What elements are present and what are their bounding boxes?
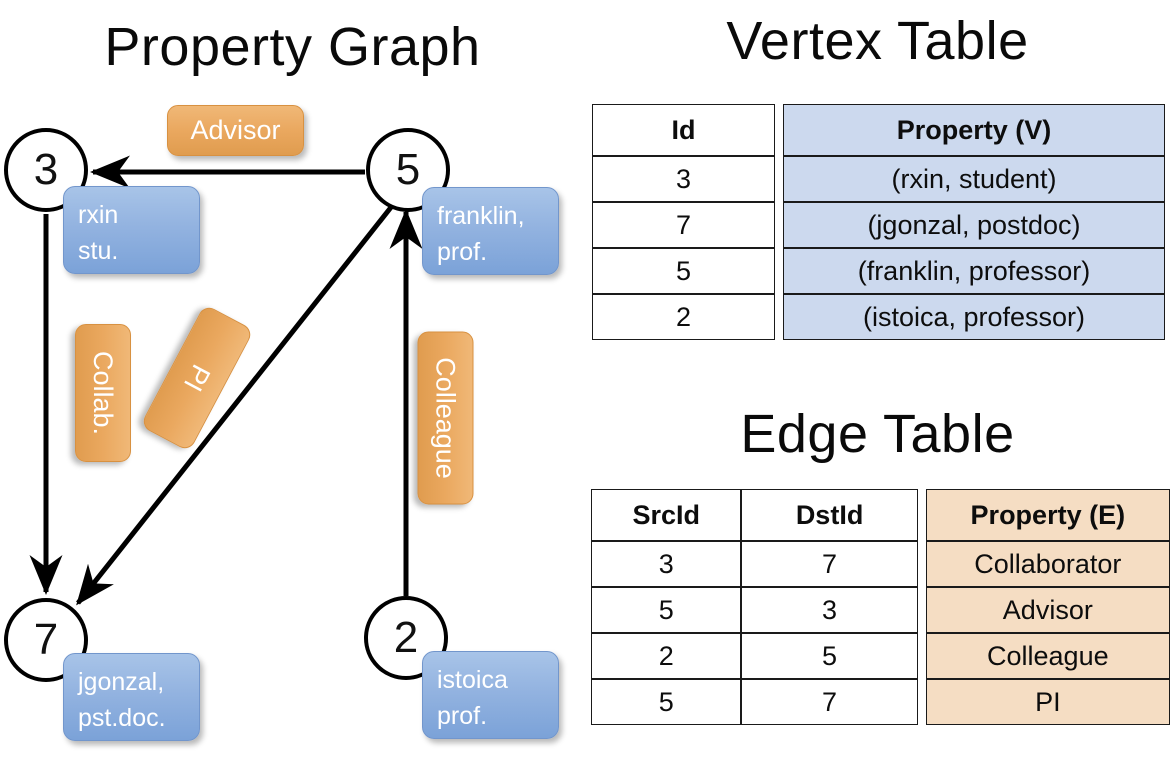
page-title-edge-table: Edge Table	[740, 404, 1015, 464]
vertex-row-2-property: (franklin, professor)	[783, 248, 1165, 294]
edge-row-3-property: PI	[925, 679, 1170, 725]
edge-label-pi-text: PI	[178, 359, 217, 397]
edge-row-2-src: 2	[591, 633, 742, 679]
edge-table-header-property: Property (E)	[925, 489, 1170, 541]
vertex-table-column-gap	[775, 202, 783, 248]
vertex-table-column-gap	[775, 104, 783, 156]
node-7-property-line-1: jgonzal,	[78, 668, 165, 696]
edge-table: SrcId DstId Property (E) 3 7 Collaborato…	[591, 489, 1170, 725]
table-row: 5 (franklin, professor)	[592, 248, 1165, 294]
graph-node-7-label: 7	[33, 615, 59, 664]
edge-label-collab: Collab.	[75, 324, 131, 462]
vertex-table-header-id: Id	[592, 104, 775, 156]
graph-edges-svg	[29, 155, 423, 606]
page-title-vertex-table: Vertex Table	[726, 11, 1029, 71]
edge-row-0-dst: 7	[741, 541, 918, 587]
node-2-property-line-1: istoica	[437, 666, 508, 694]
edge-table-column-gap	[918, 633, 926, 679]
vertex-table-column-gap	[775, 248, 783, 294]
vertex-table-column-gap	[775, 156, 783, 202]
node-5-property-line-2: prof.	[437, 238, 488, 267]
edge-row-1-src: 5	[591, 587, 742, 633]
vertex-table-header-row: Id Property (V)	[592, 104, 1165, 156]
edge-label-colleague-text: Colleague	[431, 357, 461, 479]
graph-node-3-label: 3	[33, 145, 59, 194]
vertex-table-column-gap	[775, 294, 783, 340]
edge-row-0-property: Collaborator	[925, 541, 1170, 587]
node-2-property-line-2: prof.	[437, 702, 488, 731]
table-row: 3 (rxin, student)	[592, 156, 1165, 202]
table-row: 2 5 Colleague	[591, 633, 1170, 679]
edge-table-header-dstid: DstId	[741, 489, 918, 541]
vertex-table: Id Property (V) 3 (rxin, student) 7 (jgo…	[592, 104, 1165, 340]
node-7-property-box: jgonzal, pst.doc.	[63, 653, 200, 741]
vertex-row-0-id: 3	[592, 156, 775, 202]
edge-label-collab-text: Collab.	[88, 350, 119, 436]
vertex-table-header-property: Property (V)	[783, 104, 1165, 156]
graph-node-2[interactable]: 2	[364, 596, 448, 680]
vertex-row-1-id: 7	[592, 202, 775, 248]
vertex-row-3-id: 2	[592, 294, 775, 340]
node-5-property-line-1: franklin,	[437, 202, 525, 230]
node-3-property-box: rxin stu.	[63, 186, 200, 274]
edge-row-3-dst: 7	[741, 679, 918, 725]
property-graph-diagram: 3 5 7 2 rxin stu. franklin, prof. jgonza…	[4, 105, 559, 741]
edge-label-advisor: Advisor	[167, 105, 304, 156]
edge-row-1-property: Advisor	[925, 587, 1170, 633]
edge-table-column-gap	[918, 587, 926, 633]
edge-row-2-property: Colleague	[925, 633, 1170, 679]
node-5-property-box: franklin, prof.	[422, 187, 559, 275]
edge-row-0-src: 3	[591, 541, 742, 587]
node-3-property-line-1: rxin	[78, 201, 119, 229]
table-row: 2 (istoica, professor)	[592, 294, 1165, 340]
node-2-property-box: istoica prof.	[422, 651, 559, 739]
edge-table-column-gap	[918, 541, 926, 587]
page-title-property-graph: Property Graph	[104, 17, 481, 77]
table-row: 5 3 Advisor	[591, 587, 1170, 633]
vertex-row-2-id: 5	[592, 248, 775, 294]
table-row: 5 7 PI	[591, 679, 1170, 725]
edge-row-3-src: 5	[591, 679, 742, 725]
edge-table-header-row: SrcId DstId Property (E)	[591, 489, 1170, 541]
edge-table-column-gap	[918, 489, 926, 541]
vertex-row-3-property: (istoica, professor)	[783, 294, 1165, 340]
edge-5-to-7-pi	[76, 204, 394, 606]
edge-label-advisor-text: Advisor	[190, 115, 281, 145]
node-7-property-line-2: pst.doc.	[78, 704, 166, 733]
graph-node-2-label: 2	[393, 613, 419, 662]
node-3-property-line-2: stu.	[78, 237, 119, 266]
edge-label-colleague: Colleague	[417, 331, 474, 505]
edge-row-1-dst: 3	[741, 587, 918, 633]
vertex-row-1-property: (jgonzal, postdoc)	[783, 202, 1165, 248]
table-row: 3 7 Collaborator	[591, 541, 1170, 587]
vertex-row-0-property: (rxin, student)	[783, 156, 1165, 202]
graph-node-5-label: 5	[395, 145, 421, 194]
edge-table-column-gap	[918, 679, 926, 725]
table-row: 7 (jgonzal, postdoc)	[592, 202, 1165, 248]
edge-table-header-srcid: SrcId	[591, 489, 742, 541]
edge-row-2-dst: 5	[741, 633, 918, 679]
